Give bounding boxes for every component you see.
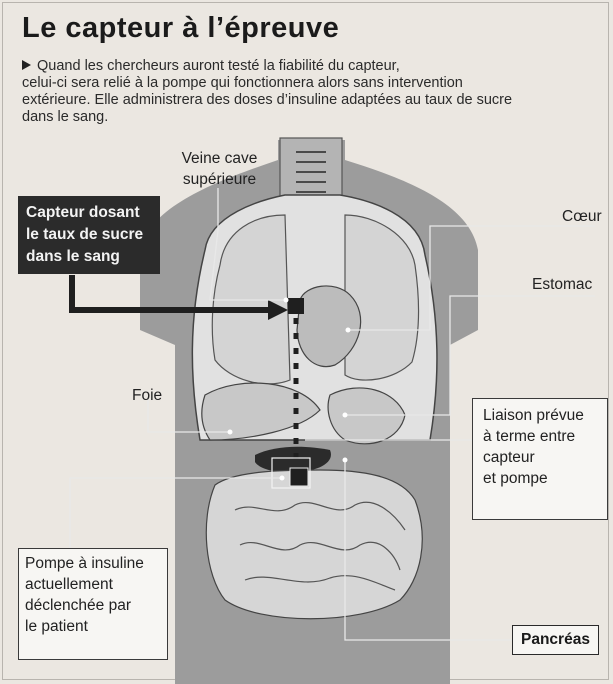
capteur-label-box: Capteur dosant le taux de sucre dans le … xyxy=(18,196,160,274)
capteur-line3: dans le sang xyxy=(26,246,152,268)
label-foie: Foie xyxy=(132,385,162,406)
label-veine-line2: supérieure xyxy=(172,169,267,190)
pompe-line3: déclenchée par xyxy=(25,595,161,616)
liaison-line2: à terme entre xyxy=(483,426,597,447)
label-estomac: Estomac xyxy=(532,274,592,295)
capteur-line1: Capteur dosant xyxy=(26,202,152,224)
insulin-pump xyxy=(290,468,308,486)
neck xyxy=(280,138,342,198)
pompe-line4: le patient xyxy=(25,616,161,637)
label-coeur: Cœur xyxy=(562,206,602,227)
intestines xyxy=(206,470,422,619)
pompe-line2: actuellement xyxy=(25,574,161,595)
capteur-line2: le taux de sucre xyxy=(26,224,152,246)
liaison-line1: Liaison prévue xyxy=(483,405,597,426)
capteur-sensor xyxy=(288,298,304,314)
label-veine-line1: Veine cave xyxy=(172,148,267,169)
pancreas-label-box: Pancréas xyxy=(512,625,599,655)
liaison-label-box: Liaison prévue à terme entre capteur et … xyxy=(472,398,608,520)
pompe-line1: Pompe à insuline xyxy=(25,553,161,574)
label-veine-cave: Veine cave supérieure xyxy=(172,148,267,190)
liaison-line4: et pompe xyxy=(483,468,597,489)
liaison-line3: capteur xyxy=(483,447,597,468)
pompe-label-box: Pompe à insuline actuellement déclenchée… xyxy=(18,548,168,660)
